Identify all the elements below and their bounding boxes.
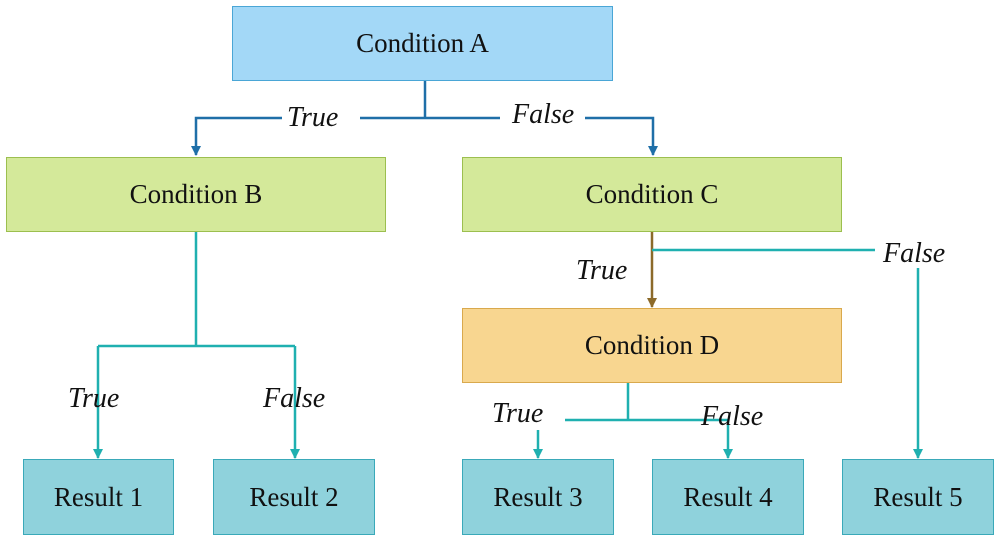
- node-result-3-label: Result 3: [493, 481, 583, 512]
- connector-a-true: [196, 116, 425, 155]
- node-condition-b-label: Condition B: [129, 179, 263, 209]
- node-result-5: Result 5: [842, 459, 994, 535]
- edge-label-c-false: False: [883, 238, 946, 269]
- connector-c-false: [652, 248, 918, 458]
- edge-label-b-false: False: [263, 383, 326, 414]
- node-condition-c-label: Condition C: [585, 179, 719, 209]
- edge-label-b-true: True: [68, 383, 120, 414]
- node-result-4: Result 4: [652, 459, 804, 535]
- connector-b-stem: [98, 232, 295, 348]
- node-condition-b: Condition B: [6, 157, 386, 232]
- node-result-2: Result 2: [213, 459, 375, 535]
- edge-label-c-true: True: [576, 255, 628, 286]
- node-condition-c: Condition C: [462, 157, 842, 232]
- node-result-2-label: Result 2: [249, 481, 339, 512]
- node-result-1: Result 1: [23, 459, 174, 535]
- node-condition-d-label: Condition D: [584, 330, 720, 360]
- node-result-4-label: Result 4: [683, 481, 773, 512]
- node-condition-a-label: Condition A: [356, 28, 489, 58]
- node-result-5-label: Result 5: [873, 481, 963, 512]
- edge-label-a-true: True: [287, 102, 339, 133]
- node-result-1-label: Result 1: [53, 481, 144, 512]
- edge-label-d-false: False: [701, 401, 764, 432]
- edge-label-a-false: False: [512, 99, 575, 130]
- node-result-3: Result 3: [462, 459, 614, 535]
- connector-d-stem: [565, 383, 728, 422]
- edge-label-d-true: True: [492, 398, 544, 429]
- connector-a-false: [425, 116, 653, 155]
- node-condition-a: Condition A: [232, 6, 613, 81]
- node-condition-d: Condition D: [462, 308, 842, 383]
